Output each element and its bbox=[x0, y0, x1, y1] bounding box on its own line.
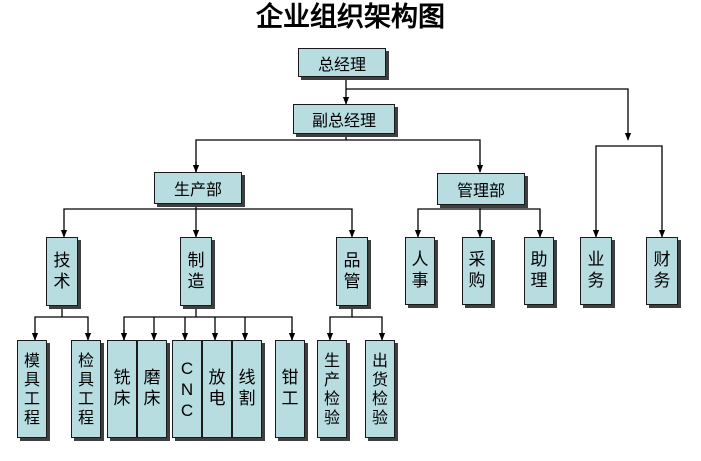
node-grinding-label: 磨床 bbox=[143, 368, 161, 409]
node-hr: 人事 bbox=[405, 237, 435, 305]
node-hr-label: 人事 bbox=[411, 250, 429, 291]
node-quality-label: 品管 bbox=[343, 250, 361, 292]
node-manufacturing: 制造 bbox=[180, 237, 212, 306]
node-deputy-general-manager: 副总经理 bbox=[293, 104, 395, 134]
node-management-dept: 管理部 bbox=[437, 173, 525, 205]
node-edm: 放电 bbox=[202, 340, 232, 438]
node-edm-label: 放电 bbox=[208, 368, 226, 409]
node-purchasing: 采购 bbox=[462, 237, 492, 305]
node-production-inspection-label: 生产检验 bbox=[323, 351, 340, 427]
node-production-dept: 生产部 bbox=[154, 172, 242, 204]
node-business-label: 业务 bbox=[587, 250, 605, 291]
node-shipping-inspection-label: 出货检验 bbox=[371, 351, 388, 427]
node-quality: 品管 bbox=[336, 237, 368, 306]
node-wire-cut-label: 线割 bbox=[238, 368, 256, 409]
node-finance-label: 财务 bbox=[653, 250, 671, 291]
node-assistant: 助理 bbox=[524, 237, 554, 305]
node-wire-cut: 线割 bbox=[232, 340, 262, 438]
node-mold-engineering: 模具工程 bbox=[17, 340, 47, 438]
node-milling-label: 铣床 bbox=[113, 368, 131, 409]
node-fitter-label: 钳工 bbox=[281, 368, 299, 409]
node-tech: 技术 bbox=[46, 237, 78, 306]
node-purchasing-label: 采购 bbox=[468, 250, 486, 291]
node-business: 业务 bbox=[580, 237, 612, 305]
node-fitter: 钳工 bbox=[275, 340, 305, 438]
node-shipping-inspection: 出货检验 bbox=[365, 340, 395, 438]
node-tech-label: 技术 bbox=[53, 250, 71, 292]
node-fixture-engineering-label: 检具工程 bbox=[77, 351, 94, 427]
node-general-manager: 总经理 bbox=[298, 48, 386, 77]
node-mold-engineering-label: 模具工程 bbox=[23, 351, 40, 427]
node-grinding: 磨床 bbox=[137, 340, 167, 438]
chart-title: 企业组织架构图 bbox=[256, 2, 445, 33]
node-finance: 财务 bbox=[646, 237, 678, 305]
node-production-inspection: 生产检验 bbox=[317, 340, 347, 438]
node-cnc-label: CNC bbox=[180, 358, 194, 420]
node-cnc: CNC bbox=[172, 340, 202, 438]
node-milling: 铣床 bbox=[107, 340, 137, 438]
node-manufacturing-label: 制造 bbox=[187, 250, 205, 292]
node-assistant-label: 助理 bbox=[530, 250, 548, 291]
node-fixture-engineering: 检具工程 bbox=[71, 340, 101, 438]
